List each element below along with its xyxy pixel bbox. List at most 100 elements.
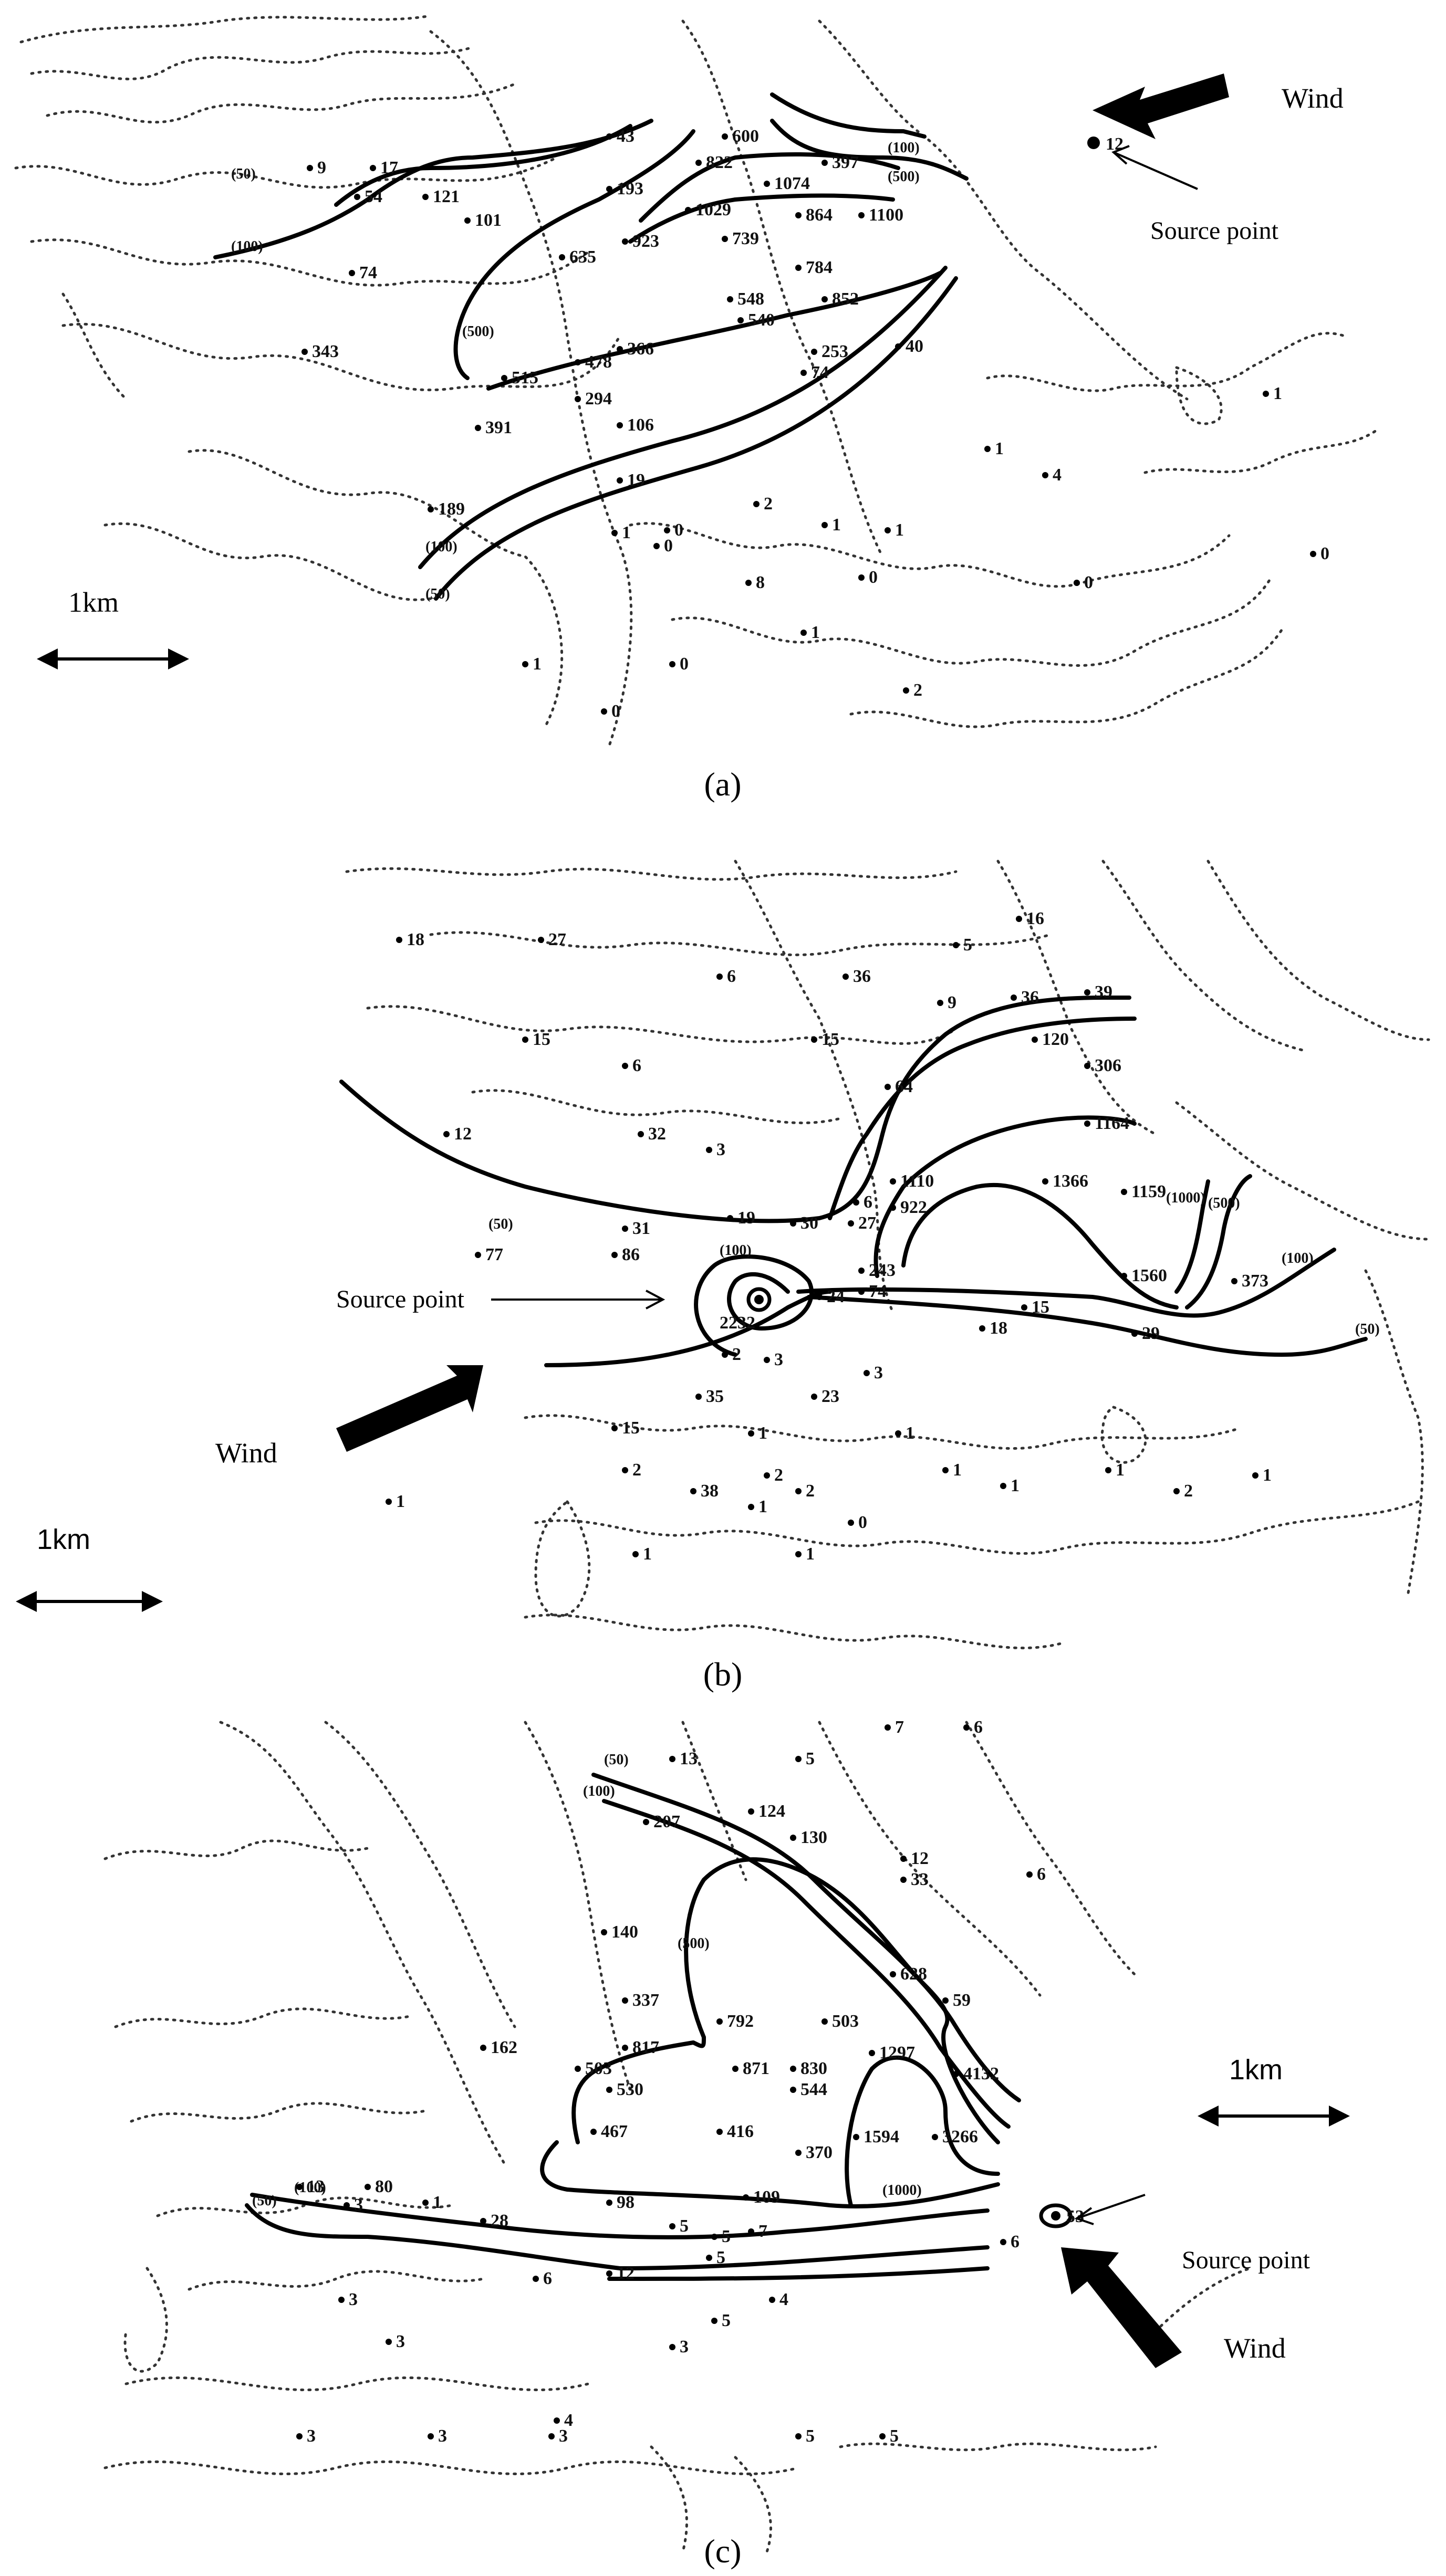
measurement-point-value: 3 [354, 2195, 363, 2215]
measurement-point-dot [716, 973, 723, 980]
measurement-point-dot [617, 422, 623, 428]
contour-tag: (500) [678, 1935, 710, 1952]
measurement-point-dot [422, 2200, 429, 2206]
measurement-point-value: 80 [375, 2177, 393, 2196]
measurement-point-dot [349, 270, 355, 276]
measurement-point-dot [1310, 551, 1316, 557]
measurement-point-dot [795, 1551, 802, 1557]
measurement-point-value: 1 [1263, 1465, 1272, 1485]
measurement-point-dot [858, 1289, 865, 1295]
measurement-point-dot [475, 425, 481, 431]
measurement-point-value: 6 [974, 1718, 983, 1737]
measurement-point-dot [669, 1756, 675, 1762]
measurement-point-dot [800, 370, 807, 376]
measurement-point-value: 628 [900, 1964, 927, 1984]
contour-tag: (50) [231, 166, 256, 182]
measurement-point-dot [764, 181, 770, 187]
measurement-point-dot [890, 1178, 896, 1185]
measurement-point-value: 124 [758, 1802, 785, 1821]
measurement-point-dot [690, 1488, 696, 1494]
measurement-point-dot [795, 265, 802, 271]
measurement-point-dot [475, 1252, 481, 1258]
measurement-point-value: 397 [832, 153, 859, 172]
measurement-point-value: 253 [821, 342, 848, 361]
measurement-point-value: 3 [874, 1363, 883, 1383]
measurement-point-value: 7 [895, 1718, 904, 1737]
measurement-point-dot [816, 1294, 823, 1300]
measurement-point-dot [764, 1357, 770, 1363]
measurement-point-dot [695, 160, 702, 166]
measurement-point-dot [743, 2194, 749, 2201]
topo-contours [345, 860, 1430, 1650]
measurement-point-value: 0 [1084, 573, 1093, 592]
measurement-point-value: 1074 [774, 174, 810, 193]
measurement-point-dot [1084, 989, 1090, 996]
measurement-point-value: 373 [1242, 1271, 1268, 1291]
measurement-point-dot [932, 2134, 938, 2140]
measurement-point-dot [1252, 1472, 1258, 1479]
measurement-point-value: 515 [512, 368, 538, 388]
contour-tag: (1000) [882, 2182, 922, 2198]
measurement-point-value: 1560 [1131, 1266, 1167, 1285]
measurement-point-dot [606, 2087, 612, 2093]
measurement-point-value: 1 [995, 439, 1004, 458]
measurement-point-value: 35 [706, 1387, 724, 1406]
measurement-point-dot [800, 630, 807, 636]
measurement-point-value: 5 [806, 1749, 815, 1768]
measurement-point-value: 1 [622, 523, 631, 542]
contour-tag: (500) [1208, 1195, 1240, 1211]
measurement-point-value: 306 [1095, 1056, 1121, 1075]
measurement-point-dot [821, 522, 828, 528]
topo-contours [103, 1721, 1252, 2553]
measurement-point-value: 1366 [1053, 1171, 1088, 1191]
measurement-point-value: 207 [653, 1812, 680, 1831]
scale-bar [16, 1591, 163, 1612]
measurement-point-value: 16 [1026, 909, 1044, 928]
measurement-point-dot [480, 2218, 486, 2224]
measurement-point-dot [354, 194, 360, 200]
measurement-point-dot [790, 1220, 796, 1227]
measurement-point-value: 19 [737, 1208, 755, 1228]
measurement-point-value: 0 [680, 654, 689, 674]
contour-level-tags: (50) (100) (500) (1000) (100) (50) [252, 1752, 922, 2209]
measurement-point-dot [890, 1205, 896, 1211]
measurement-point-dot [811, 1036, 817, 1043]
measurement-point-dot [622, 1997, 628, 2004]
measurement-point-dot [638, 1131, 644, 1137]
measurement-point-value: 74 [811, 363, 829, 382]
measurement-point-dot [711, 2318, 717, 2324]
measurement-point-value: 27 [548, 930, 566, 949]
measurement-point-dot [386, 1499, 392, 1505]
measurement-point-dot [617, 346, 623, 352]
measurement-point-dot [722, 133, 728, 140]
contour-level-tags: (100) (50) (500) (100) (500) (100) (50) [231, 140, 920, 602]
measurement-point-value: 13 [680, 1749, 698, 1768]
measurement-point-dot [858, 574, 865, 581]
measurement-point-dot [464, 217, 471, 224]
measurement-point-dot [853, 1199, 859, 1206]
source-pointer-arrow [491, 1290, 665, 1310]
measurement-point-value: 193 [617, 179, 643, 198]
measurement-point-dot [622, 1063, 628, 1069]
wind-label: Wind [1224, 2332, 1286, 2364]
measurement-point-dot [428, 2433, 434, 2439]
measurement-point-value: 4 [564, 2411, 573, 2430]
scale-bar [37, 648, 189, 669]
measurement-point-dot [942, 1997, 949, 2004]
measurement-point-value: 30 [800, 1213, 818, 1233]
measurement-point-dot [795, 2150, 802, 2156]
measurement-point-dot [1021, 1304, 1027, 1311]
contour-tag: (100) [720, 1242, 752, 1259]
measurement-point-dot [864, 1370, 870, 1376]
measurement-point-dot [501, 375, 507, 381]
scale-label: 1km [37, 1524, 90, 1555]
measurement-point-dot [695, 1394, 702, 1400]
measurement-point-value: 1029 [695, 200, 731, 219]
measurement-point-dot [575, 396, 581, 402]
measurement-point-value: 544 [800, 2080, 827, 2099]
measurement-point-dot [790, 1835, 796, 1841]
wind-arrow [1061, 2247, 1182, 2368]
measurement-point-dot [606, 186, 612, 192]
